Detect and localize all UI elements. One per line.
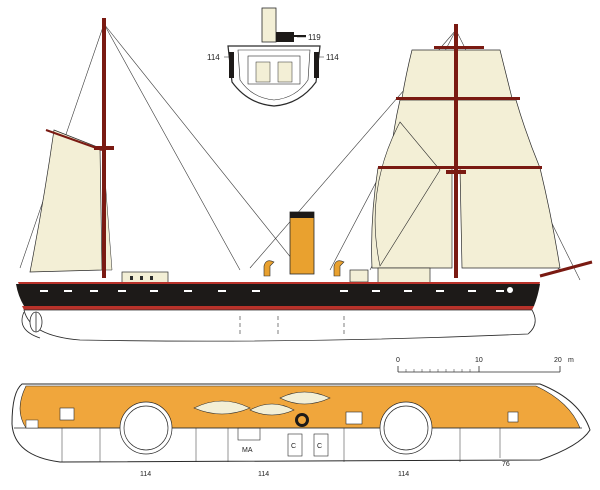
hull-underwater (23, 309, 536, 342)
ventilator-right (333, 260, 345, 277)
deckhouse-small (349, 269, 369, 283)
hull-waterline-stripe (22, 306, 534, 310)
cross-section-funnel (261, 7, 277, 43)
magazine-area (237, 427, 261, 441)
cross-section-armor-right (314, 52, 319, 78)
lower-bulkheads (61, 428, 501, 462)
cross-section-inner-hull (237, 49, 311, 101)
hull-topside (16, 284, 540, 306)
hatch-bow (507, 411, 519, 423)
turret-circle-fore (119, 401, 173, 455)
main-topgallant-yard (434, 46, 484, 49)
staysail (374, 121, 441, 267)
skylight-aft (279, 391, 331, 405)
label-114-bottom-2: 114 (258, 471, 269, 478)
deckhouses (121, 267, 431, 285)
cross-section-hold (247, 55, 301, 85)
turret-circle-aft (379, 401, 433, 455)
main-top (446, 170, 466, 174)
boiler-room-1 (287, 433, 303, 457)
cross-section-armor-left (229, 52, 234, 78)
stern-post (21, 311, 41, 339)
cross-section-boiler (255, 61, 271, 83)
hawse-pipe (507, 287, 513, 293)
funnel-cap (290, 212, 314, 218)
bulkhead-marks (239, 316, 345, 336)
funnel (289, 211, 315, 275)
cross-section-boiler (277, 61, 293, 83)
gun-turret-icon (276, 32, 294, 42)
ventilator-left (263, 260, 275, 277)
main-course-sail-right (459, 167, 561, 269)
label-ma: MA (242, 447, 253, 454)
boiler-room-2 (313, 433, 329, 457)
label-c-2: C (317, 443, 322, 450)
hatch-fore (59, 407, 75, 421)
funnel-group (263, 211, 345, 277)
fore-gaff (45, 129, 103, 151)
fore-spanker-sail (29, 129, 103, 273)
cross-section: 119 114 114 (207, 7, 339, 107)
label-114-bottom-3: 114 (398, 471, 409, 478)
scale-tick-0: 0 (396, 357, 400, 364)
bowsprit (539, 260, 593, 278)
deckhouse-aft (377, 267, 431, 285)
deck-plan-turrets (119, 401, 433, 455)
scale-tick-20: 20 (554, 357, 562, 364)
side-hull (16, 282, 540, 342)
scale-tick-10: 10 (475, 357, 483, 364)
label-c-1: C (291, 443, 296, 450)
cross-section-hull (227, 45, 321, 107)
main-course-yard (378, 166, 542, 169)
label-114-bottom-1: 114 (140, 471, 151, 478)
skylight-fore (193, 400, 251, 415)
label-114-left: 114 (207, 53, 220, 62)
propeller-icon (29, 311, 43, 333)
main-mast (454, 24, 458, 278)
label-76: 76 (502, 461, 510, 468)
fore-top (94, 146, 114, 150)
deck-plan: MA C C 114 114 114 76 (11, 383, 591, 478)
hatch-aft (345, 411, 363, 425)
scale-bar: 0 10 20 m (396, 357, 574, 373)
masts (45, 18, 593, 278)
main-topsail-yard (396, 97, 520, 100)
scale-unit: m (568, 357, 574, 364)
skylight-mid (249, 403, 295, 416)
label-119: 119 (308, 33, 321, 42)
label-114-right: 114 (326, 53, 339, 62)
